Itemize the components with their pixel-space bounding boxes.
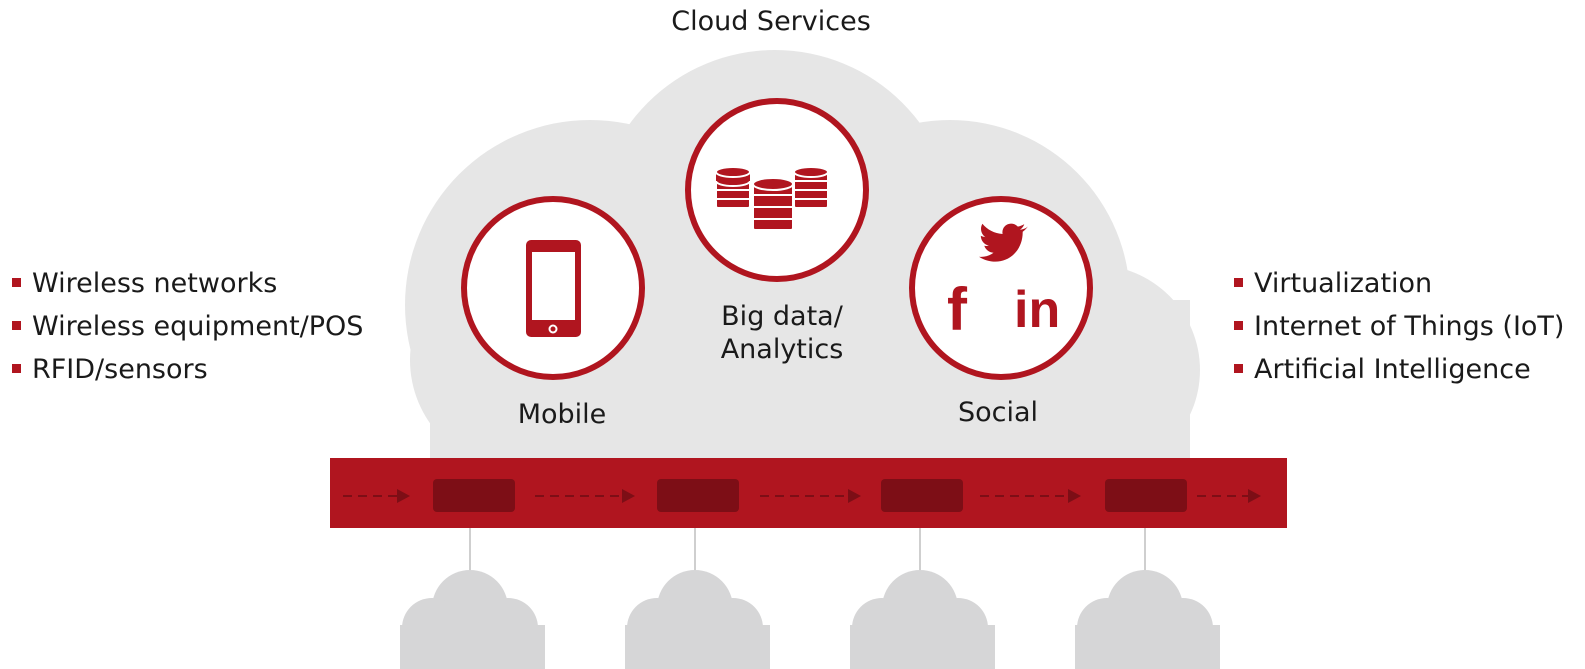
bullet-square-icon [1234, 364, 1243, 373]
connector-lines [469, 525, 1146, 578]
arrow-head [1068, 489, 1081, 503]
database-stack-right [793, 166, 829, 209]
list-item: Internet of Things (IoT) [1232, 305, 1564, 348]
small-cloud-2 [625, 570, 770, 669]
bus-module [881, 479, 963, 512]
list-item: Wireless equipment/POS [10, 305, 363, 348]
small-cloud-4 [1075, 570, 1220, 669]
database-stack-left [715, 166, 751, 209]
social-hub-circle [909, 196, 1093, 380]
arrow-heads [397, 489, 1261, 503]
right-feature-list: Virtualization Internet of Things (IoT) … [1232, 262, 1564, 391]
database-icon [715, 166, 829, 231]
arrow-head [848, 489, 861, 503]
diagram-title: Cloud Services [671, 6, 871, 37]
database-stack-center [752, 177, 794, 231]
bullet-square-icon [12, 364, 21, 373]
smartphone-icon [526, 240, 581, 337]
list-item: Artificial Intelligence [1232, 348, 1564, 391]
bus-module [433, 479, 515, 512]
bullet-square-icon [1234, 278, 1243, 287]
hub-label-social: Social [957, 397, 1039, 428]
bus-module [1105, 479, 1187, 512]
bus-module [657, 479, 739, 512]
hub-label-bigdata: Big data/ Analytics [720, 301, 844, 365]
bullet-square-icon [12, 321, 21, 330]
linkedin-icon: in [1014, 281, 1061, 339]
arrow-head [397, 489, 410, 503]
arrow-head [1248, 489, 1261, 503]
hub-label-mobile: Mobile [517, 399, 607, 430]
left-feature-list: Wireless networks Wireless equipment/POS… [10, 262, 363, 391]
list-item: Virtualization [1232, 262, 1564, 305]
bus-modules [433, 479, 1187, 512]
small-cloud-3 [850, 570, 995, 669]
list-item: Wireless networks [10, 262, 363, 305]
small-cloud-1 [400, 570, 545, 669]
bullet-square-icon [12, 278, 21, 287]
list-item: RFID/sensors [10, 348, 363, 391]
twitter-icon [979, 223, 1028, 262]
facebook-icon: f [947, 276, 967, 343]
arrow-head [622, 489, 635, 503]
bullet-square-icon [1234, 321, 1243, 330]
